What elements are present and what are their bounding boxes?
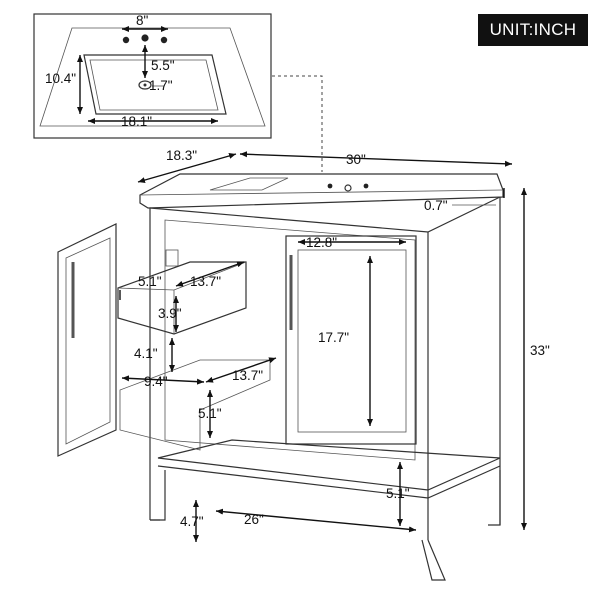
inset-countertop — [39, 27, 266, 127]
dim-drawer-width — [175, 261, 245, 287]
dim-shelf-width — [215, 508, 417, 533]
vanity-cabinet — [57, 173, 504, 581]
drawer-inner-depth-label: 13.7" — [232, 368, 263, 383]
inset-frame — [33, 13, 272, 139]
hinge-icon — [165, 249, 179, 267]
door-width-label: 12.8" — [306, 235, 337, 250]
right-door-panel — [297, 249, 407, 433]
height-label: 33" — [530, 343, 550, 358]
inset-leader — [272, 75, 323, 172]
drain-offset-label: 5.5" — [151, 58, 175, 73]
dim-depth — [137, 153, 237, 183]
sink-basin-inner — [89, 59, 219, 111]
depth-label: 18.3" — [166, 148, 197, 163]
leg-height-label: 4.7" — [180, 514, 204, 529]
sink-inset: 8" 10.4" 5.5" 1.7" 18.1" — [33, 13, 272, 139]
drawer-floor-gap-label: 5.1" — [198, 406, 222, 421]
dim-drawer-inner-width — [121, 375, 205, 385]
right-door — [285, 235, 417, 445]
bottom-clearance-label: 5.1" — [386, 486, 410, 501]
shelf-width-label: 26" — [244, 512, 264, 527]
dim-drawer-inner-depth — [205, 357, 277, 383]
drawer-inner-width-label: 9.4" — [144, 374, 168, 389]
drawer-width-label: 13.7" — [190, 274, 221, 289]
drawer-gap-label: 4.1" — [134, 346, 158, 361]
left-door-open — [57, 223, 117, 457]
width-label: 30" — [346, 152, 366, 167]
faucet-holes — [122, 34, 168, 44]
drawer-front-label: 5.1" — [138, 274, 162, 289]
basin-depth-label: 10.4" — [45, 71, 76, 86]
cabinet-cavity — [164, 219, 416, 461]
drain-diameter-label: 1.7" — [149, 78, 173, 93]
top-thickness-label: 0.7" — [424, 198, 448, 213]
dim-width — [239, 151, 513, 167]
basin-width-label: 18.1" — [121, 114, 152, 129]
drawer-height-label: 3.9" — [158, 306, 182, 321]
bottom-shelf — [157, 439, 501, 491]
sink-basin — [83, 54, 227, 115]
drawer-box — [117, 261, 247, 335]
top-sink-opening — [209, 177, 289, 191]
faucet-spread-label: 8" — [136, 13, 149, 28]
door-height-label: 17.7" — [318, 330, 349, 345]
drain-icon — [138, 80, 152, 90]
unit-badge: UNIT:INCH — [478, 14, 588, 46]
